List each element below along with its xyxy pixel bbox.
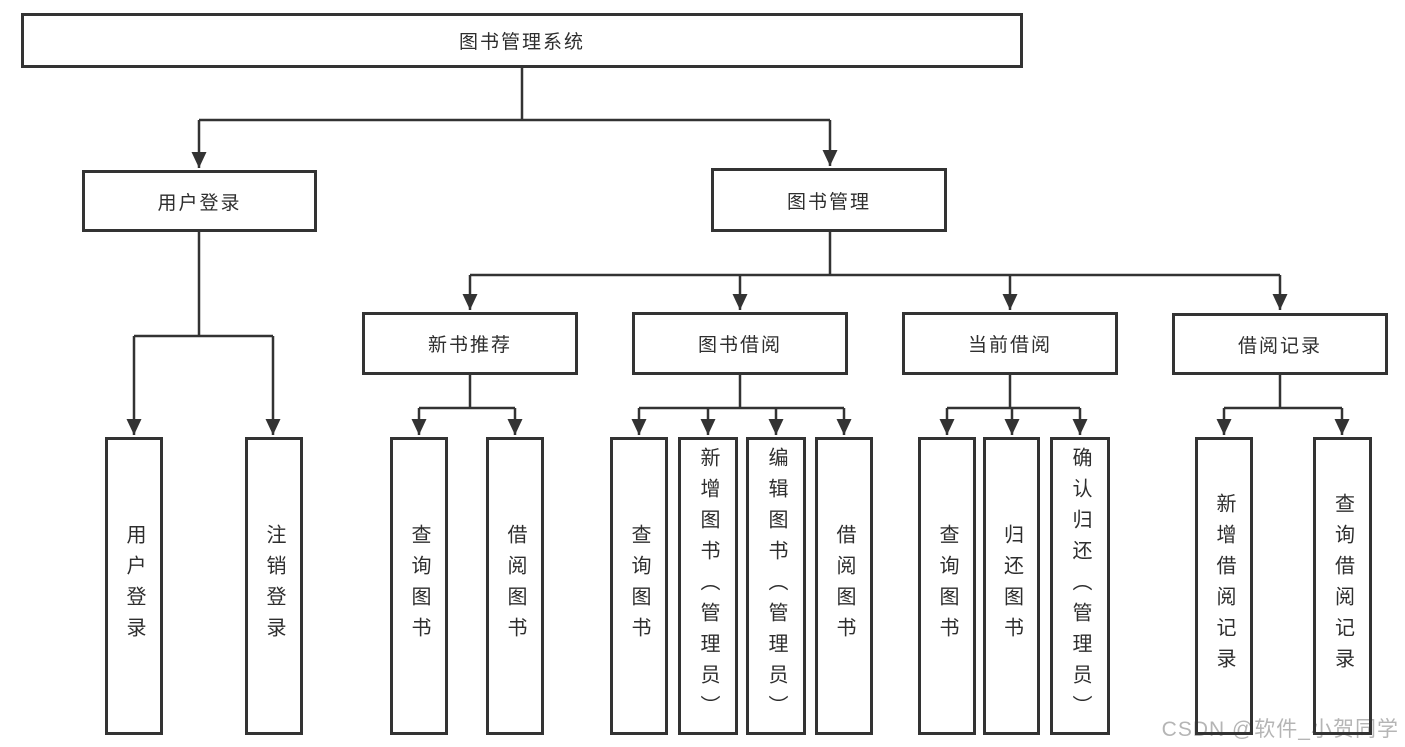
node-current-borrow-label: 当前借阅	[967, 335, 1052, 356]
leaf-logout: 注销登录	[245, 437, 303, 735]
node-book-borrow: 图书借阅	[632, 312, 848, 375]
leaf-confirm-return-admin-label: 确认归还（管理员）	[1069, 446, 1091, 726]
leaf-add-borrow-record-label: 新增借阅记录	[1213, 493, 1235, 679]
leaf-query-books-recommend: 查询图书	[390, 437, 448, 735]
node-new-book-recommend: 新书推荐	[362, 312, 578, 375]
node-root: 图书管理系统	[21, 13, 1023, 68]
node-user-login: 用户登录	[82, 170, 317, 232]
leaf-add-books-admin: 新增图书（管理员）	[678, 437, 738, 735]
leaf-query-borrow-record-label: 查询借阅记录	[1331, 493, 1354, 679]
leaf-confirm-return-admin: 确认归还（管理员）	[1050, 437, 1110, 735]
leaf-return-books-label: 归还图书	[1000, 524, 1023, 648]
leaf-add-books-admin-label: 新增图书（管理员）	[697, 446, 719, 726]
leaf-borrow-books-recommend: 借阅图书	[486, 437, 544, 735]
leaf-user-login: 用户登录	[105, 437, 163, 735]
node-book-management-label: 图书管理	[786, 191, 871, 213]
node-user-login-label: 用户登录	[157, 192, 242, 214]
leaf-edit-books-admin-label: 编辑图书（管理员）	[765, 446, 787, 726]
leaf-borrow-books-label: 借阅图书	[833, 524, 855, 648]
leaf-query-books-current-label: 查询图书	[936, 524, 958, 648]
node-book-management: 图书管理	[711, 168, 947, 232]
watermark: CSDN @软件_小贺同学	[1161, 718, 1399, 741]
node-new-book-recommend-label: 新书推荐	[427, 335, 512, 356]
leaf-borrow-books-recommend-label: 借阅图书	[504, 524, 526, 648]
leaf-user-login-label: 用户登录	[123, 524, 145, 648]
leaf-query-books-recommend-label: 查询图书	[408, 524, 430, 648]
leaf-return-books: 归还图书	[983, 437, 1040, 735]
leaf-borrow-books: 借阅图书	[815, 437, 873, 735]
node-book-borrow-label: 图书借阅	[697, 335, 782, 356]
leaf-logout-label: 注销登录	[263, 524, 285, 648]
node-borrow-records: 借阅记录	[1172, 313, 1388, 375]
node-current-borrow: 当前借阅	[902, 312, 1118, 375]
leaf-edit-books-admin: 编辑图书（管理员）	[746, 437, 806, 735]
leaf-query-books-borrow-label: 查询图书	[628, 524, 650, 648]
leaf-query-borrow-record: 查询借阅记录	[1313, 437, 1372, 735]
leaf-query-books-borrow: 查询图书	[610, 437, 668, 735]
node-borrow-records-label: 借阅记录	[1237, 335, 1322, 357]
node-root-label: 图书管理系统	[458, 32, 585, 53]
leaf-query-books-current: 查询图书	[918, 437, 976, 735]
leaf-add-borrow-record: 新增借阅记录	[1195, 437, 1253, 735]
